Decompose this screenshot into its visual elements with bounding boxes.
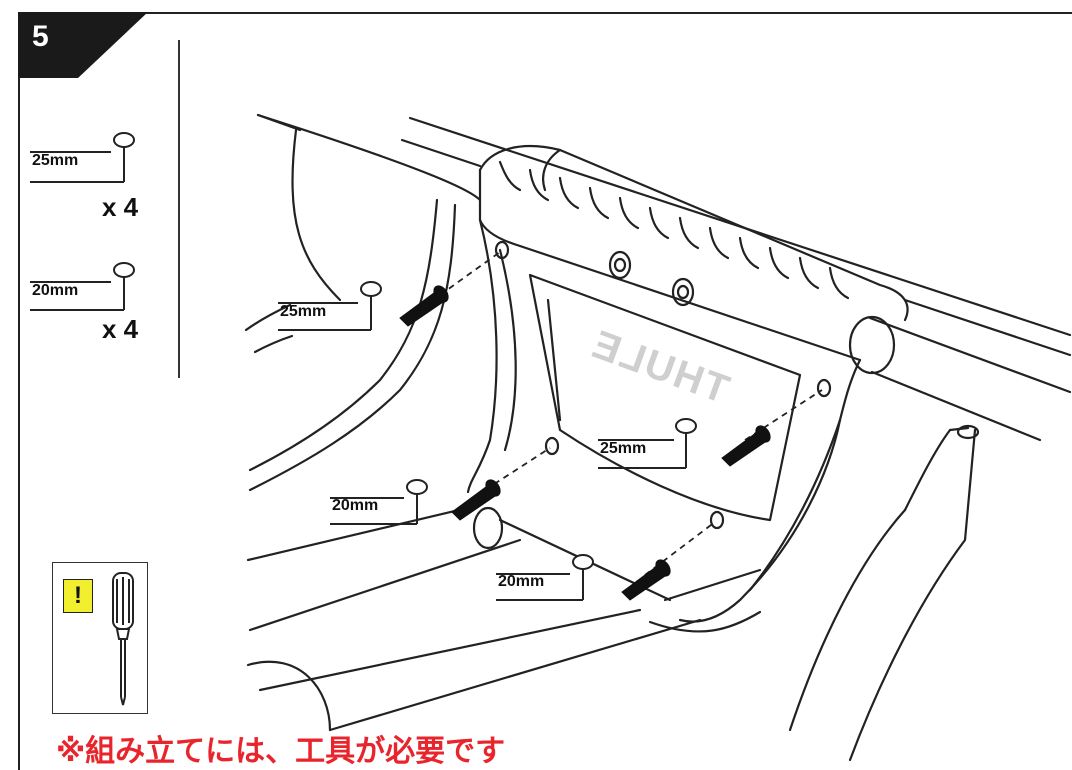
diagram-frame: [18, 12, 1072, 770]
tool-required-note: ※組み立てには、工具が必要です: [56, 734, 506, 769]
step-number: 5: [32, 20, 49, 53]
callout-label: 20mm: [332, 497, 379, 514]
step-badge: [18, 12, 148, 78]
legend-size-25mm: 25mm: [32, 152, 79, 169]
legend-qty-20mm: x 4: [102, 314, 139, 344]
legend-qty-25mm: x 4: [102, 192, 139, 222]
warning-icon: !: [63, 579, 93, 613]
tool-required-box: !: [52, 562, 148, 714]
callout-label: 20mm: [498, 573, 545, 590]
screwdriver-icon: [112, 572, 134, 706]
legend-size-20mm: 20mm: [32, 282, 79, 299]
callout-label: 25mm: [280, 303, 327, 320]
legend-divider: [178, 40, 180, 378]
callout-label: 25mm: [600, 440, 647, 457]
